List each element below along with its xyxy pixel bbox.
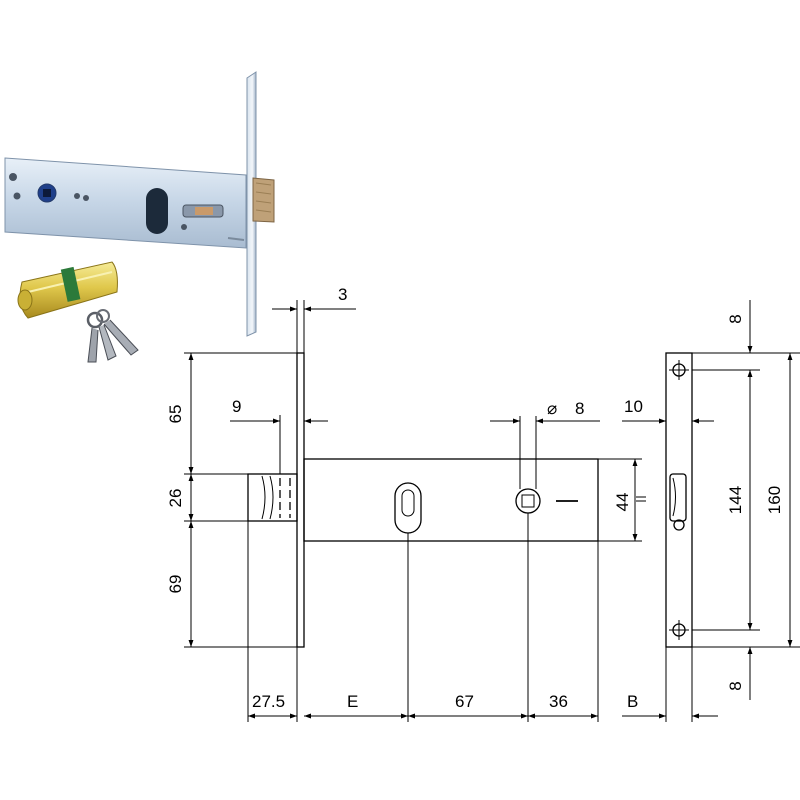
lock-body bbox=[4, 157, 247, 249]
dim-faceplate-thickness: B bbox=[627, 692, 638, 711]
faceplate bbox=[246, 71, 257, 337]
dim-body-height: 44 bbox=[613, 493, 632, 512]
dim-top-width: 3 bbox=[338, 285, 347, 304]
dim-spindle-diameter: 8 bbox=[575, 399, 584, 418]
dim-lower-height: 69 bbox=[166, 575, 185, 594]
cylinder-and-keys-illustration bbox=[17, 261, 139, 363]
dim-top-margin: 8 bbox=[726, 314, 745, 323]
side-faceplate bbox=[296, 352, 305, 648]
faceplate-outline bbox=[665, 352, 693, 648]
dim-hole-spacing: 144 bbox=[726, 486, 745, 514]
mount-hole-icon bbox=[74, 193, 80, 199]
lock-product-illustration bbox=[4, 71, 275, 337]
cylinder-face bbox=[17, 289, 33, 311]
diameter-symbol: ⌀ bbox=[547, 399, 557, 418]
dim-latch-height: 26 bbox=[166, 489, 185, 508]
side-latch bbox=[247, 473, 298, 522]
keys-icon bbox=[86, 309, 139, 363]
faceplate-latch-opening bbox=[669, 473, 687, 522]
side-view bbox=[247, 352, 305, 648]
latch-slider-detail bbox=[195, 207, 213, 215]
dim-cylinder-distance: 67 bbox=[455, 692, 474, 711]
body-view bbox=[303, 458, 599, 542]
dim-end-distance: 36 bbox=[549, 692, 568, 711]
dim-bottom-margin: 8 bbox=[726, 681, 745, 690]
mount-hole-icon bbox=[13, 192, 21, 200]
dim-backset: E bbox=[347, 692, 358, 711]
dim-upper-height: 65 bbox=[166, 405, 185, 424]
dim-latch-offset: 9 bbox=[232, 397, 241, 416]
spindle-square-icon bbox=[43, 189, 51, 197]
dim-faceplate-height: 160 bbox=[765, 486, 784, 514]
mount-hole-icon bbox=[181, 224, 187, 230]
mount-hole-icon bbox=[9, 173, 17, 181]
spindle-hole-outline bbox=[515, 488, 541, 514]
mount-hole-icon bbox=[83, 195, 89, 201]
dim-backset-latch: 27.5 bbox=[252, 692, 285, 711]
dim-faceplate-width: 10 bbox=[624, 397, 643, 416]
body-outline bbox=[303, 458, 599, 542]
cylinder-cam bbox=[60, 266, 81, 302]
dimension-lines bbox=[184, 300, 800, 722]
dimension-labels: 3 9 65 26 69 ⌀ 8 10 44 8 144 8 160 27.5 … bbox=[166, 285, 784, 711]
cylinder-slot-icon bbox=[146, 188, 168, 234]
faceplate-front-view bbox=[665, 352, 693, 648]
latch-bolt bbox=[252, 177, 275, 223]
